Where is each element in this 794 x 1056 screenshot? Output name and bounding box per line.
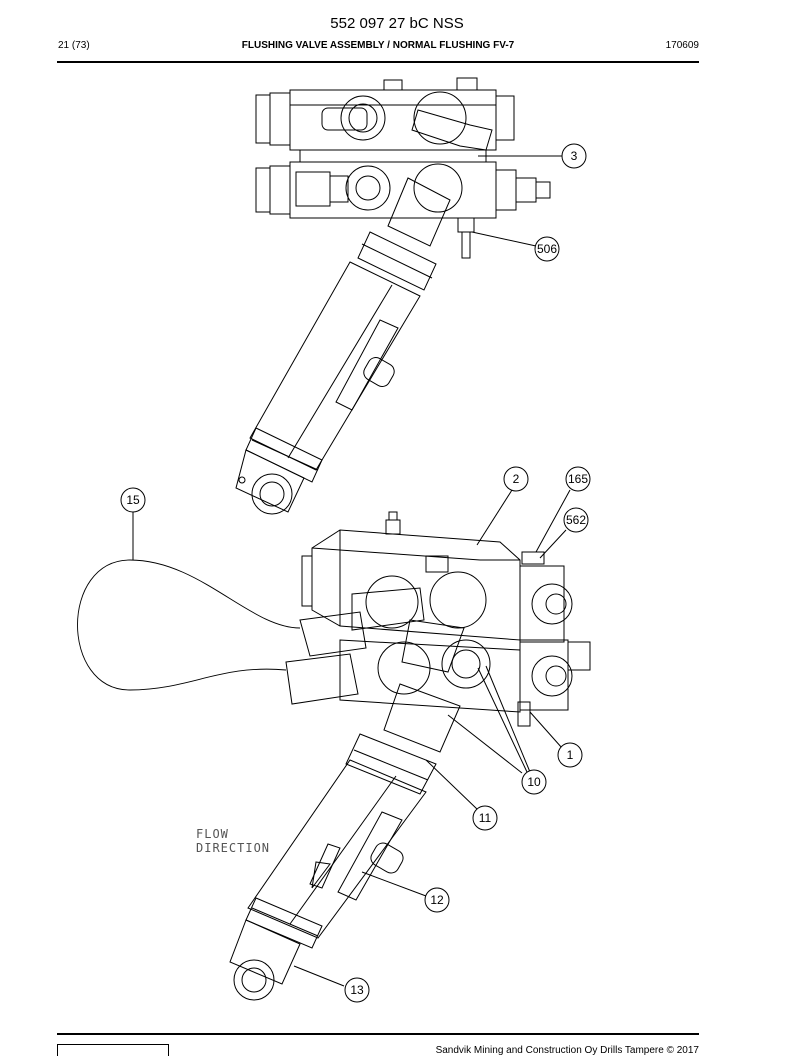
flow-label-line1: FLOW bbox=[196, 827, 229, 841]
callout-165: 165 bbox=[565, 466, 591, 492]
svg-text:12: 12 bbox=[430, 893, 444, 907]
lower-hose-assembly bbox=[229, 683, 461, 1001]
upper-hose-assembly bbox=[235, 177, 451, 515]
callout-506: 506 bbox=[534, 236, 560, 262]
svg-text:13: 13 bbox=[350, 983, 364, 997]
callout-13: 13 bbox=[344, 977, 370, 1003]
svg-text:2: 2 bbox=[513, 472, 520, 486]
svg-text:3: 3 bbox=[571, 149, 578, 163]
sheet-title: FLUSHING VALVE ASSEMBLY / NORMAL FLUSHIN… bbox=[241, 40, 515, 51]
callout-15: 15 bbox=[120, 487, 146, 513]
upper-valve-block bbox=[255, 77, 551, 259]
svg-text:1: 1 bbox=[567, 748, 574, 762]
header-rule bbox=[57, 61, 699, 63]
callout-2: 2 bbox=[503, 466, 529, 492]
document-number: 552 097 27 bC NSS bbox=[330, 15, 464, 32]
document-date: 170609 bbox=[665, 40, 699, 51]
svg-text:10: 10 bbox=[527, 775, 541, 789]
callout-10: 10 bbox=[521, 769, 547, 795]
callout-1: 1 bbox=[557, 742, 583, 768]
hose-loop bbox=[77, 559, 301, 691]
footer-rule bbox=[57, 1033, 699, 1035]
leader-lines bbox=[293, 155, 571, 987]
callout-11: 11 bbox=[472, 805, 498, 831]
svg-text:11: 11 bbox=[479, 811, 492, 825]
callout-12: 12 bbox=[424, 887, 450, 913]
svg-text:506: 506 bbox=[537, 242, 557, 256]
svg-text:15: 15 bbox=[126, 493, 140, 507]
svg-text:165: 165 bbox=[568, 472, 588, 486]
footer-copyright: Sandvik Mining and Construction Oy Drill… bbox=[435, 1045, 699, 1056]
lower-valve-block bbox=[285, 511, 591, 727]
page-counter: 21 (73) bbox=[58, 40, 90, 51]
callout-3: 3 bbox=[561, 143, 587, 169]
svg-text:562: 562 bbox=[566, 513, 586, 527]
callout-562: 562 bbox=[563, 507, 589, 533]
company-logo bbox=[57, 1044, 169, 1056]
flow-label-line2: DIRECTION bbox=[196, 841, 270, 855]
